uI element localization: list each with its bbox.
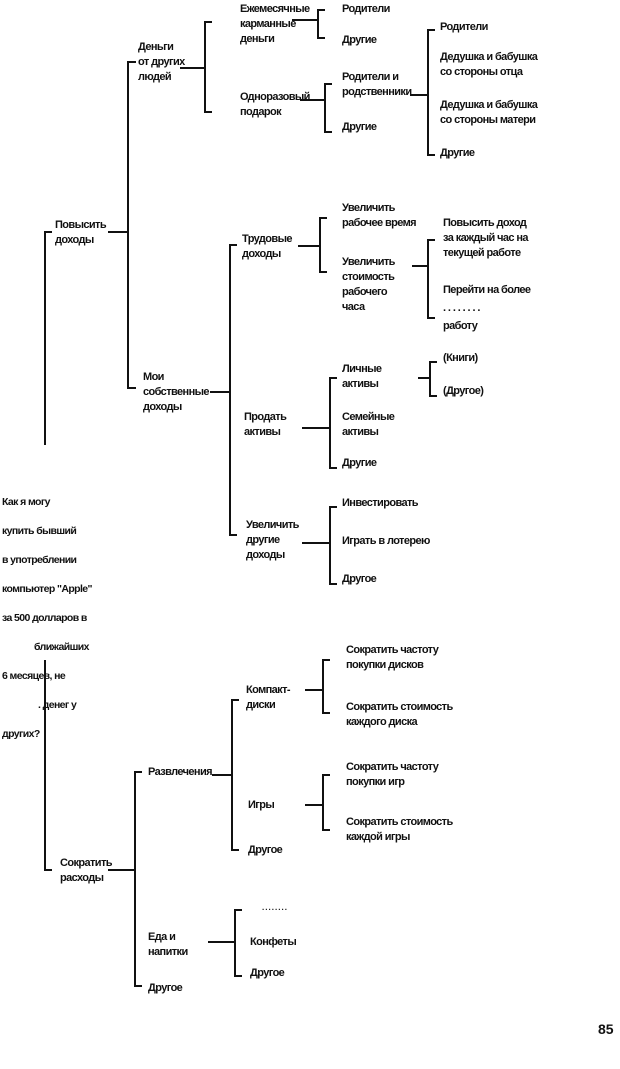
node-labor-income: Трудовые доходы <box>242 233 293 260</box>
page-number: 85 <box>598 1021 614 1037</box>
bracket-own-income <box>210 244 237 536</box>
node-increase-income: Повысить доходы <box>55 219 107 246</box>
bracket-labor <box>298 217 327 273</box>
node-raise-current: Повысить доход за каждый час на текущей … <box>443 217 529 259</box>
node-exp-other: Другое <box>148 982 183 994</box>
root-line: других? <box>2 727 40 740</box>
bracket-cds <box>305 659 330 714</box>
root-line: купить бывший <box>2 524 77 537</box>
bracket-increase-income <box>108 61 136 389</box>
node-food: Еда и напитки <box>148 931 188 958</box>
bracket-other-income <box>302 506 337 585</box>
bracket-entertainment <box>212 699 239 851</box>
node-assets-other2: (Другое) <box>443 385 484 397</box>
root-line: 6 месяцев, не <box>2 669 66 682</box>
node-gift-others: Другие <box>342 121 377 133</box>
node-assets-others: Другие <box>342 457 377 469</box>
bracket-hour-value <box>412 239 435 319</box>
root-line: в употреблении <box>2 553 77 566</box>
node-ma-parents: Родители <box>342 3 390 15</box>
bracket-money-others <box>180 21 212 113</box>
node-ent-other: Другое <box>248 844 283 856</box>
node-lottery: Играть в лотерею <box>342 535 430 547</box>
bracket-sell <box>302 377 337 469</box>
root-line: Как я могу <box>2 495 50 508</box>
node-cut-expenses: Сократить расходы <box>60 857 113 884</box>
root-line: ближайших <box>34 640 89 653</box>
node-cd-freq: Сократить частоту покупки дисков <box>346 644 439 671</box>
node-rel-others: Другие <box>440 147 475 159</box>
bracket-monthly <box>292 9 325 39</box>
root-line: компьютер "Apple" <box>2 582 93 595</box>
node-gift-parents-relatives: Родители и родственники <box>342 71 412 98</box>
node-one-time-gift: Одноразовый подарок <box>240 91 310 118</box>
root-question: Как я могу купить бывший в употреблении … <box>2 480 102 756</box>
bracket-food <box>208 909 242 977</box>
node-sell-assets: Продать активы <box>244 411 287 438</box>
node-family-assets: Семейные активы <box>342 411 395 438</box>
bracket-cut <box>108 771 142 987</box>
node-cds: Компакт- диски <box>246 684 291 711</box>
node-better-job: Перейти на более . . . . . . . . работу <box>443 284 531 332</box>
bracket-relatives <box>410 29 435 156</box>
node-other-income: Увеличить другие доходы <box>246 519 299 561</box>
root-line: . денег у <box>38 698 77 711</box>
node-rel-paternal: Дедушка и бабушка со стороны отца <box>440 51 538 78</box>
bracket-personal <box>418 361 437 397</box>
node-entertainment: Развлечения <box>148 766 213 778</box>
node-invest: Инвестировать <box>342 497 419 509</box>
node-cd-cost: Сократить стоимость каждого диска <box>346 701 453 728</box>
node-rel-parents: Родители <box>440 21 488 33</box>
node-ma-others: Другие <box>342 34 377 46</box>
node-candy: Конфеты <box>250 936 297 948</box>
bracket-gift <box>300 83 332 133</box>
root-bracket-top <box>44 231 52 445</box>
root-bracket-bottom <box>44 660 52 871</box>
node-food-other: Другое <box>250 967 285 979</box>
node-more-hours: Увеличить рабочее время <box>342 202 417 229</box>
node-books: (Книги) <box>443 352 478 364</box>
node-hour-value: Увеличить стоимость рабочего часа <box>342 256 395 313</box>
node-rel-maternal: Дедушка и бабушка со стороны матери <box>440 99 538 126</box>
node-games: Игры <box>248 799 275 811</box>
bracket-games <box>305 774 330 831</box>
node-monthly-allowance: Ежемесячные карманные деньги <box>240 3 310 45</box>
node-own-income: Мои собственные доходы <box>143 371 210 413</box>
node-game-cost: Сократить стоимость каждой игры <box>346 816 453 843</box>
node-food-dots: . . . . . . . . <box>262 903 287 912</box>
node-income-other: Другое <box>342 573 377 585</box>
root-line: за 500 долларов в <box>2 611 87 624</box>
node-personal-assets: Личные активы <box>342 363 382 390</box>
node-money-from-others: Деньги от других людей <box>138 41 185 83</box>
node-game-freq: Сократить частоту покупки игр <box>346 761 439 788</box>
